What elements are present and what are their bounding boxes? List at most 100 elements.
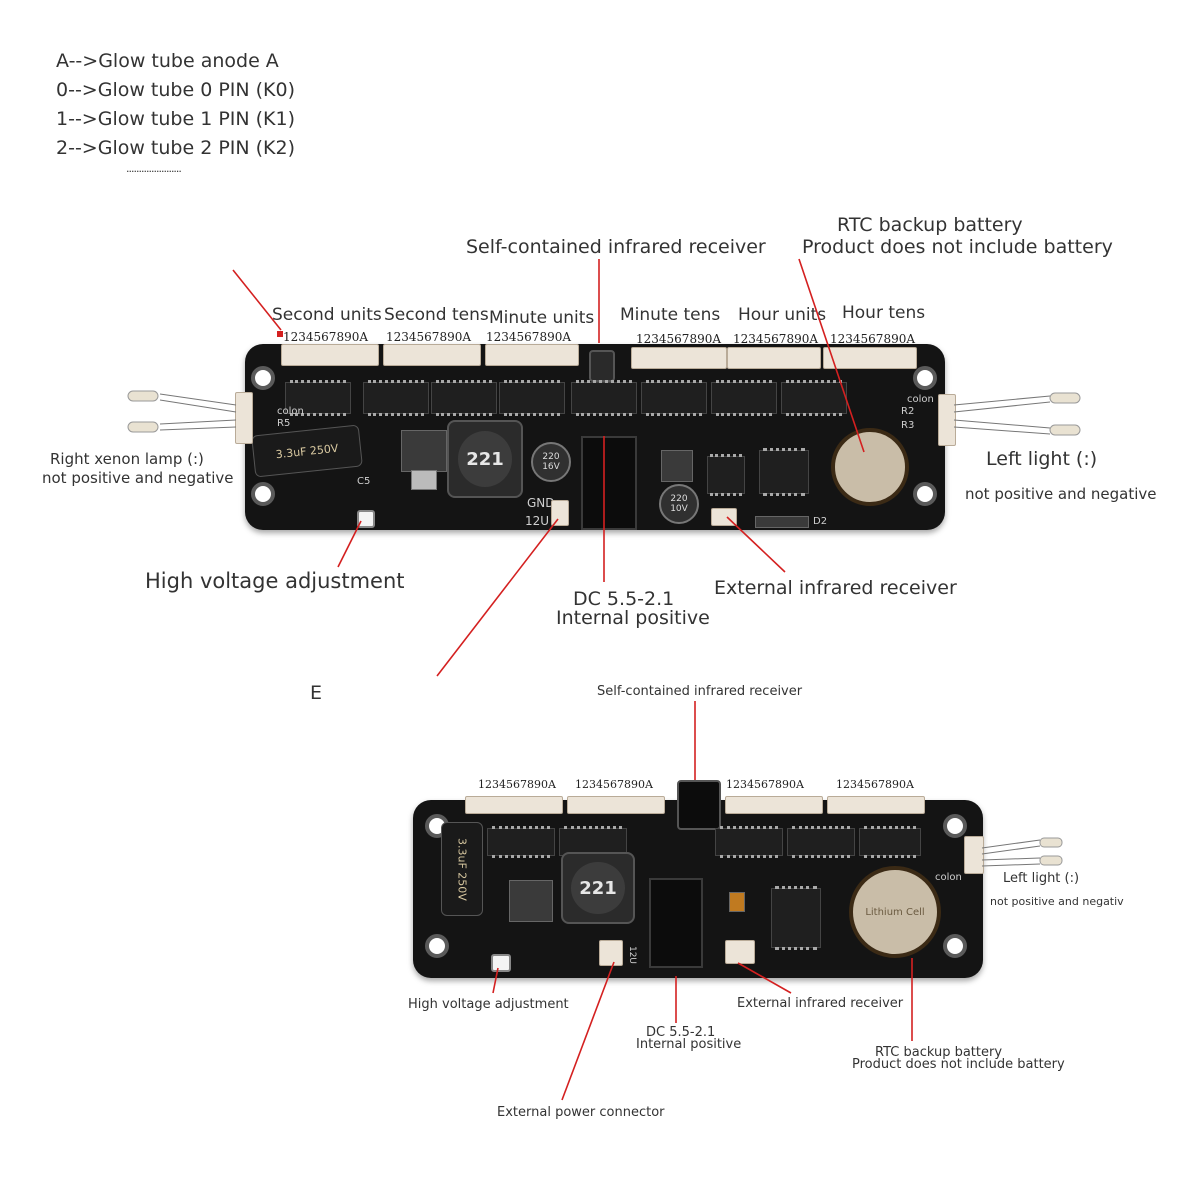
power-connector-bottom	[599, 940, 623, 966]
ir-external-connector-top	[711, 508, 737, 526]
lamp-left-2	[1049, 424, 1081, 436]
driver-chip-3	[431, 380, 497, 416]
hv-capacitor-top: 3.3uF 250V	[251, 424, 363, 478]
silk-12v-bottom: 12U	[627, 945, 638, 965]
label-minute-tens: Minute tens	[620, 305, 721, 325]
lamp-left-b1	[1039, 837, 1063, 848]
label-hv-adjust-bottom: High voltage adjustment	[408, 997, 569, 1012]
label-left-light-bottom: Left light (:)	[1003, 871, 1080, 886]
legend-line-anode: A-->Glow tube anode A	[56, 50, 279, 72]
pins-bottom-1: 1234567890A	[478, 778, 556, 791]
mcu-chip-top	[707, 454, 745, 496]
label-dc-top-2: Internal positive	[556, 607, 710, 629]
pins-bottom-3: 1234567890A	[726, 778, 804, 791]
capacitor-220-16v: 220 16V	[531, 442, 571, 482]
silk-12v-top: 12U	[525, 514, 550, 528]
rtc-chip-top	[759, 448, 809, 496]
label-hour-units: Hour units	[738, 305, 827, 325]
label-second-tens: Second tens	[384, 305, 489, 325]
lamp-right-2	[127, 421, 159, 433]
mosfet-top	[401, 430, 447, 472]
mcu-chip-bottom	[771, 886, 821, 950]
tube-connector-hour-tens	[823, 347, 917, 369]
label-ext-ir-bottom: External infrared receiver	[737, 996, 904, 1011]
mosfet-bottom	[509, 880, 553, 922]
silk-r3: R3	[901, 420, 915, 431]
pin-legend: A-->Glow tube anode A 0-->Glow tube 0 PI…	[56, 47, 295, 175]
mount-hole-tl	[251, 366, 275, 390]
silk-gnd-top: GND	[527, 496, 555, 510]
label-rtc-bottom-2: Product does not include battery	[852, 1057, 1065, 1072]
label-rtc-bottom-1: RTC backup battery	[875, 1045, 1003, 1060]
label-self-ir-top: Self-contained infrared receiver	[466, 236, 766, 258]
right-lamp-connector-top	[235, 392, 253, 444]
driver-chip-b1	[487, 826, 555, 858]
pins-second-tens: 1234567890A	[386, 330, 472, 344]
mount-hole-bl-b	[425, 934, 449, 958]
inductor-top: 221	[447, 420, 523, 498]
left-lamp-connector-bottom	[964, 836, 984, 874]
pins-hour-units: 1234567890A	[733, 332, 819, 346]
driver-chip-4	[499, 380, 565, 416]
pointer-power-bottom	[561, 961, 615, 1101]
silk-r2: R2	[901, 406, 915, 417]
silk-d2: D2	[813, 516, 828, 527]
tube-connector-second-units	[281, 344, 379, 366]
tube-connector-bottom-4	[827, 796, 925, 814]
lamp-right-1	[127, 390, 159, 402]
hv-potentiometer-bottom	[491, 954, 511, 972]
driver-chip-2	[363, 380, 429, 416]
label-dc-bottom-2: Internal positive	[636, 1037, 742, 1052]
tube-connector-second-tens	[383, 344, 481, 366]
label-second-units: Second units	[272, 305, 382, 325]
dc-jack-top	[581, 436, 637, 530]
tube-connector-minute-tens	[631, 347, 727, 369]
legend-line-k0: 0-->Glow tube 0 PIN (K0)	[56, 79, 296, 101]
ir-receiver-onboard	[589, 350, 615, 382]
tube-connector-hour-units	[727, 347, 821, 369]
marker-e: E	[310, 682, 323, 704]
ir-external-connector-bottom	[725, 940, 755, 964]
driver-chip-b3	[715, 826, 783, 858]
power-connector-top	[551, 500, 569, 526]
legend-ellipsis: ......................	[126, 162, 182, 175]
mount-hole-tr-b	[943, 814, 967, 838]
mosfet-tab-top	[411, 470, 437, 490]
dc-jack-bottom	[649, 878, 703, 968]
left-lamp-connector-top	[938, 394, 956, 446]
driver-chip-8	[781, 380, 847, 416]
label-rtc-top-2: Product does not include battery	[802, 236, 1113, 258]
rtc-battery-holder-bottom: Lithium Cell	[849, 866, 941, 958]
mount-hole-bl	[251, 482, 275, 506]
top-pcb-board: colon colon R5 R2 R3 C5 D2 3.3uF 250V 22…	[245, 344, 945, 530]
ir-receiver-onboard-bottom	[677, 780, 721, 830]
legend-line-k2: 2-->Glow tube 2 PIN (K2)	[56, 137, 296, 159]
silk-r5: R5	[277, 418, 291, 429]
label-ext-ir-top: External infrared receiver	[714, 577, 957, 599]
header-pins-top	[755, 516, 809, 528]
label-ext-power-bottom: External power connector	[497, 1105, 665, 1120]
silk-colon-top-right: colon	[277, 406, 304, 417]
label-dc-bottom-1: DC 5.5-2.1	[646, 1025, 716, 1040]
inductor-code-bottom: 221	[571, 862, 625, 914]
label-minute-units: Minute units	[489, 308, 595, 328]
pins-minute-units: 1234567890A	[486, 330, 572, 344]
tube-connector-bottom-2	[567, 796, 665, 814]
legend-line-k1: 1-->Glow tube 1 PIN (K1)	[56, 108, 296, 130]
silk-colon-top-left: colon	[907, 394, 934, 405]
driver-chip-7	[711, 380, 777, 416]
label-right-lamp-1: Right xenon lamp (:)	[50, 450, 204, 468]
driver-chip-b4	[787, 826, 855, 858]
label-hv-adjust-top: High voltage adjustment	[145, 569, 405, 593]
label-hour-tens: Hour tens	[842, 303, 926, 323]
driver-chip-5	[571, 380, 637, 416]
silk-c5: C5	[357, 476, 371, 487]
pins-bottom-4: 1234567890A	[836, 778, 914, 791]
lamp-left-b2	[1039, 855, 1063, 866]
inductor-code-top: 221	[457, 430, 513, 488]
label-right-lamp-2: not positive and negative	[42, 469, 234, 487]
inductor-bottom: 221	[561, 852, 635, 924]
bottom-pcb-board: 3.3uF 250V 221 GND 12U Lithium Cell colo…	[413, 780, 983, 978]
hv-capacitor-bottom: 3.3uF 250V	[441, 822, 483, 916]
mount-hole-br	[913, 482, 937, 506]
